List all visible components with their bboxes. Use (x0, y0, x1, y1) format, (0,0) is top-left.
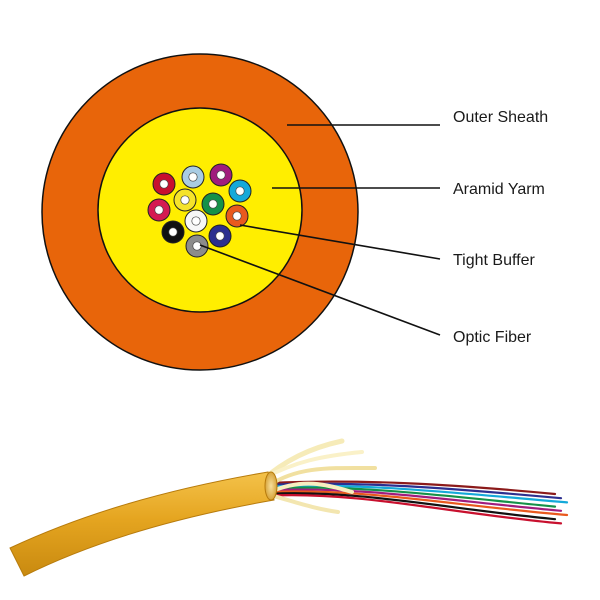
optic-fiber-core (191, 216, 201, 226)
exposed-fiber-strand (268, 486, 557, 508)
outer-sheath-label: Outer Sheath (453, 109, 548, 126)
optic-fiber-core (208, 199, 218, 209)
cable-jacket-end (264, 471, 278, 501)
tight-buffer-callout-line (239, 224, 441, 260)
tight-buffer-rose-fiber (147, 198, 171, 222)
tight-buffer-aqua-fiber (228, 179, 252, 203)
optic-fiber-core (168, 227, 178, 237)
optic-fiber-core (180, 195, 190, 205)
optic-fiber-core (192, 241, 202, 251)
optic-fiber-core (235, 186, 245, 196)
yarn-strand (266, 465, 377, 488)
tight-buffer-white-fiber (184, 209, 208, 233)
tight-buffer-blue-fiber (208, 224, 232, 248)
exposed-fiber-strands (268, 480, 569, 525)
optic-fiber-core (232, 211, 242, 221)
cable-cross-section (41, 53, 359, 371)
tight-buffer-red-fiber (152, 172, 176, 196)
tight-buffer-slate-fiber (185, 234, 209, 258)
exposed-fiber-strand (268, 488, 563, 512)
callouts: Outer Sheath Aramid Yarm Tight Buffer Op… (199, 109, 548, 346)
optic-fiber-core (188, 172, 198, 182)
optic-fiber-core (159, 179, 169, 189)
optic-fiber-core (154, 205, 164, 215)
tight-buffer-label: Tight Buffer (453, 252, 535, 269)
exposed-fiber-strand (268, 484, 569, 504)
aramid-yarn-label: Aramid Yarm (453, 181, 545, 198)
optic-fiber-callout-line (199, 244, 441, 336)
optic-fiber-label: Optic Fiber (453, 329, 532, 346)
aramid-yarn-layer (97, 107, 303, 313)
tight-buffer-yellow-fiber (173, 188, 197, 212)
exposed-fiber-strand (268, 494, 563, 525)
tight-buffer-violet-fiber (209, 163, 233, 187)
tight-buffer-orange-fiber (225, 204, 249, 228)
optic-fiber-core (216, 170, 226, 180)
exposed-fiber-strand (268, 490, 569, 517)
cable-jacket (9, 471, 275, 577)
cable-photo-illustration (9, 438, 569, 577)
optic-fiber-core (215, 231, 225, 241)
exposed-fiber-strand (268, 492, 557, 521)
yarn-strand (268, 481, 354, 494)
tight-buffer-fiber-bundle (147, 163, 252, 258)
tight-buffer-black-fiber (161, 220, 185, 244)
tight-buffer-light-blue-fiber (181, 165, 205, 189)
tight-buffer-green-fiber (201, 192, 225, 216)
